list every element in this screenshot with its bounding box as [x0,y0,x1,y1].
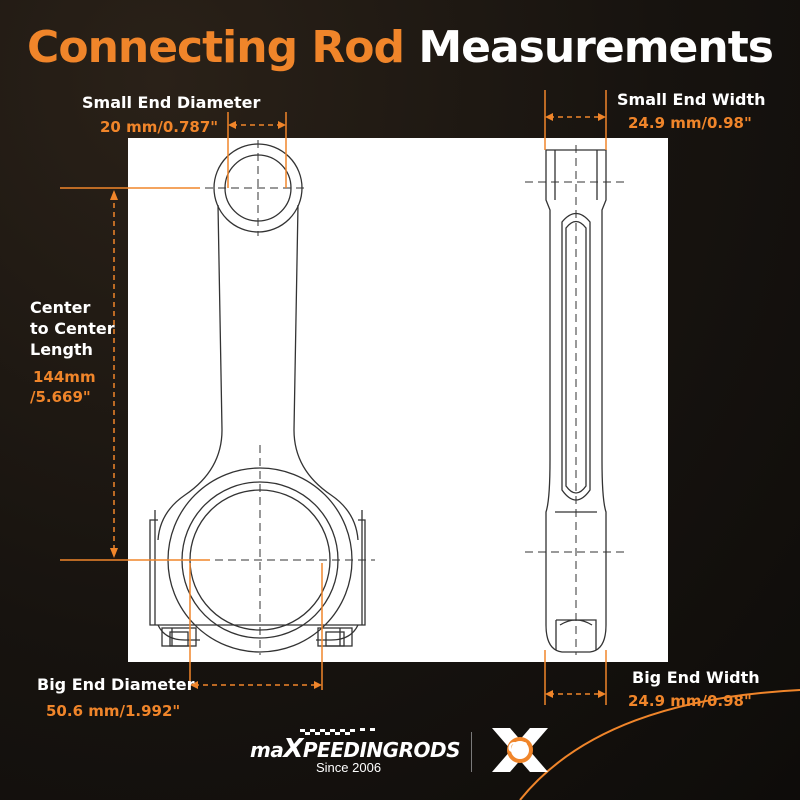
brand-name-x: X [283,734,303,764]
center-to-center-label-line-3: Length [30,340,93,359]
rod-side-view [545,149,607,653]
brand-since: Since 2006 [316,760,382,775]
small-end-diameter-value: 20 mm/0.787" [100,118,219,136]
center-to-center-label-line-1: Center [30,298,91,317]
title-part-1: Connecting Rod [27,22,405,73]
small-end-diameter-label: Small End Diameter [82,93,261,112]
brand-name-prefix: ma [250,738,284,762]
brand-name: maXPEEDINGRODS [250,734,460,764]
brand-logo-text: OR [508,741,528,756]
title-part-2: Measurements [418,22,774,73]
small-end-width-label: Small End Width [617,90,766,109]
brand-divider [471,732,472,772]
big-end-diameter-label: Big End Diameter [37,675,195,694]
center-to-center-label-line-2: to Center [30,319,115,338]
page-title: Connecting Rod Measurements [0,22,800,73]
big-end-width-label: Big End Width [632,668,760,687]
brand-name-suffix: PEEDINGRODS [302,738,461,762]
small-end-width-value: 24.9 mm/0.98" [628,114,752,132]
big-end-diameter-value: 50.6 mm/1.992" [46,702,181,720]
center-to-center-value-in: /5.669" [30,388,91,406]
big-end-width-value: 24.9 mm/0.98" [628,692,752,710]
center-to-center-value-mm: 144mm [33,368,96,386]
